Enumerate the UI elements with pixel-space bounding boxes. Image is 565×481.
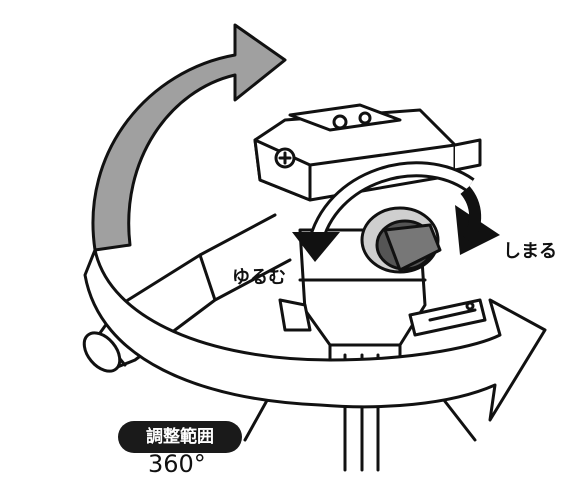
loosen-label: ゆるむ (232, 263, 286, 289)
adjust-range-badge: 調整範囲 (120, 423, 240, 451)
range-value: 360° (130, 450, 268, 478)
tilt-lock-knob (362, 208, 440, 272)
tighten-label: しまる (503, 237, 557, 263)
